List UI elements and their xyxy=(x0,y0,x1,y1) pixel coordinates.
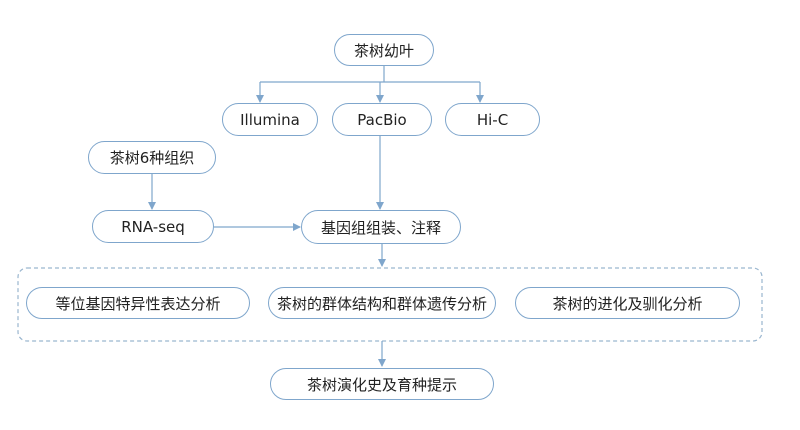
node-population-analysis: 茶树的群体结构和群体遗传分析 xyxy=(268,287,496,319)
node-assembly: 基因组组装、注释 xyxy=(301,210,461,244)
node-pacbio: PacBio xyxy=(332,103,432,136)
node-evolution-analysis: 茶树的进化及驯化分析 xyxy=(515,287,740,319)
node-illumina: Illumina xyxy=(222,103,318,136)
node-six-tissues: 茶树6种组织 xyxy=(88,141,216,174)
node-young-leaves: 茶树幼叶 xyxy=(334,34,434,66)
node-hic: Hi-C xyxy=(445,103,540,136)
node-rnaseq: RNA-seq xyxy=(92,210,214,243)
node-history-breeding: 茶树演化史及育种提示 xyxy=(270,368,494,400)
analysis-group-frame xyxy=(17,267,763,342)
node-allele-analysis: 等位基因特异性表达分析 xyxy=(26,287,250,319)
